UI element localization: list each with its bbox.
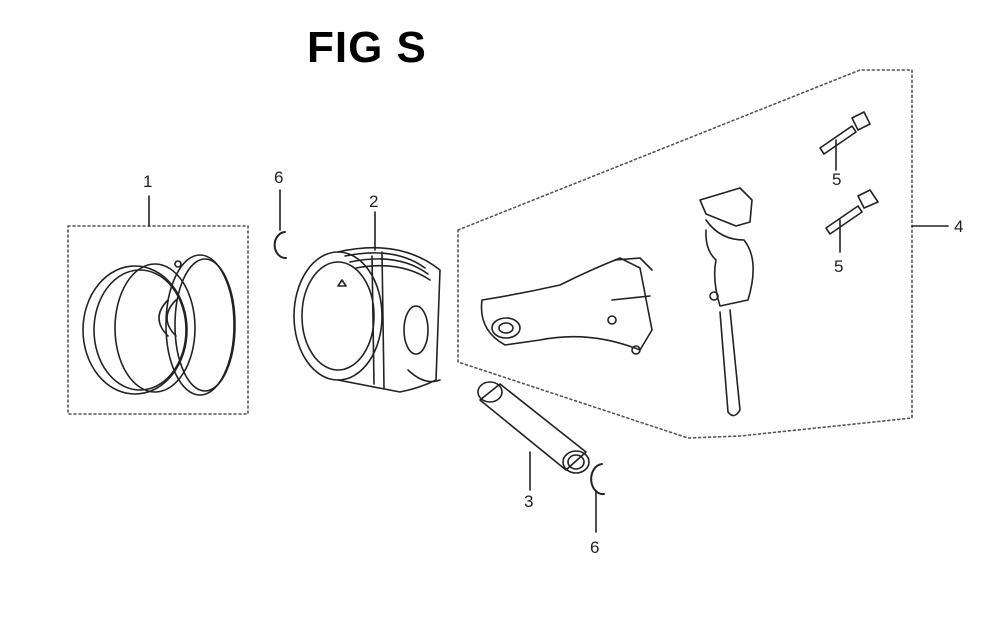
callout-5-lower: 5 (834, 257, 844, 276)
piston-pin (477, 381, 590, 474)
callout-1: 1 (143, 172, 153, 191)
rod-bolt-lower (825, 189, 879, 235)
callout-4: 4 (954, 217, 964, 236)
pin-clip-upper (273, 231, 287, 260)
figure-title: FIG S (307, 23, 427, 72)
callout-2: 2 (369, 192, 379, 211)
rod-cap (699, 187, 754, 417)
piston-body (293, 246, 441, 393)
callout-6-upper: 6 (274, 168, 284, 187)
callout-3: 3 (524, 492, 534, 511)
connecting-rod (480, 257, 653, 355)
rod-bolt-upper (819, 111, 871, 155)
connecting-rod-set-box (457, 69, 913, 439)
piston-rings (82, 254, 236, 396)
callout-5-upper: 5 (832, 170, 842, 189)
callout-6-lower: 6 (590, 538, 600, 557)
pin-clip-lower (590, 463, 605, 496)
piston-ring-set-box (67, 225, 249, 415)
